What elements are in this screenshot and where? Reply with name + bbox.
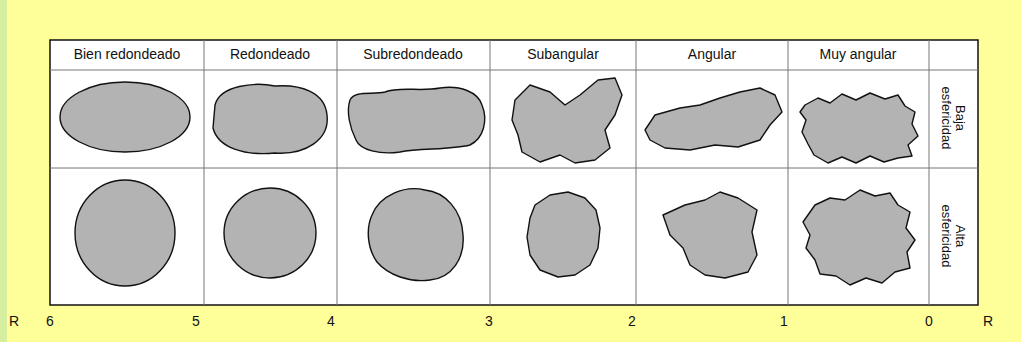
scale-number: 5	[192, 314, 200, 329]
row-header: Alta esfericidad	[939, 194, 968, 278]
grain-shapes	[60, 78, 918, 286]
scale-number: 4	[327, 314, 335, 329]
scale-letter: R	[9, 314, 19, 329]
scale-number: 6	[46, 314, 54, 329]
table-frame	[50, 40, 978, 305]
scale-number: 0	[925, 314, 933, 329]
table-grid	[50, 40, 978, 305]
column-header: Angular	[688, 47, 736, 62]
column-header: Redondeado	[230, 47, 310, 62]
edge-stripe	[0, 0, 7, 342]
column-header: Bien redondeado	[74, 47, 181, 62]
column-header: Subredondeado	[363, 47, 463, 62]
column-header: Muy angular	[819, 47, 896, 62]
scale-letter: R	[983, 314, 993, 329]
scale-number: 2	[628, 314, 636, 329]
scale-number: 1	[780, 314, 788, 329]
column-header: Subangular	[527, 47, 599, 62]
row-header: Baja esfericidad	[939, 76, 968, 160]
scale-number: 3	[485, 314, 493, 329]
